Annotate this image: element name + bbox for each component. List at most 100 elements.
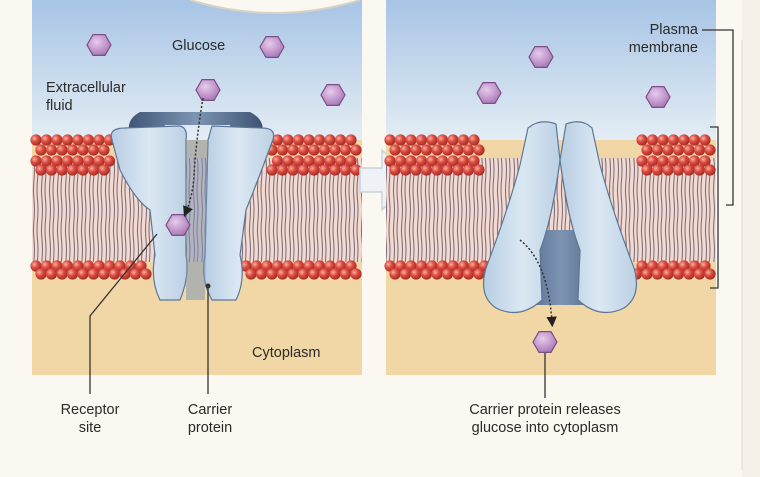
lipid-head — [82, 134, 95, 146]
lipid-head — [447, 155, 459, 167]
lipid-head — [473, 164, 485, 176]
lipid-head — [462, 164, 475, 176]
lipid-head — [61, 155, 74, 167]
glucose-molecule — [528, 45, 554, 69]
carrier-label-line1: Carrier — [187, 402, 233, 418]
lipid-head — [384, 155, 396, 167]
lipid-head — [339, 268, 352, 280]
lipid-head — [339, 144, 352, 156]
lipid-head — [405, 155, 417, 167]
lipid-head — [282, 260, 294, 272]
lipid-head — [462, 268, 475, 280]
lipid-head — [394, 155, 407, 167]
lipid-head — [683, 164, 695, 176]
glucose-molecule — [165, 214, 191, 236]
lipid-head — [415, 134, 428, 146]
lipid-head — [662, 268, 674, 280]
lipid-head — [87, 164, 100, 176]
lipid-head — [384, 134, 396, 146]
lipid-head — [441, 144, 454, 156]
lipid-head — [98, 268, 110, 280]
lipid-head — [308, 144, 320, 156]
lipid-head — [334, 134, 347, 146]
lipid-head — [667, 260, 680, 272]
lipid-head — [292, 260, 305, 272]
extracellular-label-line1: Extracellular — [46, 80, 126, 96]
lipid-head — [56, 144, 68, 156]
lipid-head — [297, 144, 310, 156]
lipid-head — [30, 260, 42, 272]
lipid-head — [329, 268, 341, 280]
lipid-head — [35, 164, 47, 176]
lipid-head — [318, 144, 331, 156]
lipid-head — [292, 134, 305, 146]
carrier-protein-open-inside — [483, 121, 637, 314]
panel-left — [30, 0, 362, 394]
lipid-head — [646, 134, 659, 146]
carrier-leader-dot — [205, 283, 211, 289]
lipid-head — [447, 134, 459, 146]
lipid-head — [51, 260, 63, 272]
lipid-head — [303, 134, 315, 146]
lipid-head — [678, 155, 690, 167]
lipid-head — [87, 268, 100, 280]
lipid-head — [45, 268, 58, 280]
lipid-head — [384, 260, 396, 272]
lipid-head — [473, 268, 485, 280]
lipid-head — [271, 155, 284, 167]
glucose-label: Glucose — [172, 38, 226, 54]
lipid-head — [339, 164, 352, 176]
lipid-head — [704, 268, 716, 280]
lipid-head — [82, 155, 95, 167]
lipid-head — [636, 260, 648, 272]
lipid-head — [51, 155, 63, 167]
lipid-head — [276, 164, 289, 176]
lipid-head — [287, 164, 299, 176]
lipid-head — [457, 260, 470, 272]
lipid-head — [420, 268, 433, 280]
lipid-head — [135, 260, 147, 272]
lipid-head — [405, 134, 417, 146]
lipid-head — [350, 268, 362, 280]
lipid-head — [452, 268, 464, 280]
lipid-head — [704, 164, 716, 176]
lipid-head — [93, 155, 105, 167]
lipid-heads-top-left — [30, 134, 362, 176]
lipid-head — [345, 260, 357, 272]
lipid-head — [452, 144, 464, 156]
lipid-head — [287, 268, 299, 280]
lipid-head — [72, 155, 84, 167]
lipid-head — [35, 144, 47, 156]
lipid-head — [405, 260, 417, 272]
carrier-protein-open-outside — [110, 112, 275, 301]
lipid-heads-bottom-left — [30, 260, 362, 280]
lipid-head — [683, 268, 695, 280]
lipid-head — [426, 155, 438, 167]
lipid-head — [30, 155, 42, 167]
glucose-molecule — [645, 85, 671, 109]
lipid-head — [688, 260, 701, 272]
lipid-head — [431, 144, 443, 156]
lipid-head — [399, 144, 412, 156]
lipid-head — [415, 260, 428, 272]
lipid-head — [693, 164, 706, 176]
lipid-head — [468, 260, 480, 272]
lipid-head — [389, 144, 401, 156]
lipid-head — [140, 268, 152, 280]
cytoplasm-label: Cytoplasm — [252, 345, 321, 361]
lipid-head — [56, 164, 68, 176]
lipid-head — [324, 155, 336, 167]
lipid-head — [662, 144, 674, 156]
lipid-head — [693, 144, 706, 156]
lipid-head — [447, 260, 459, 272]
lipid-head — [61, 260, 74, 272]
lipid-head — [98, 164, 110, 176]
lipid-head — [66, 164, 79, 176]
lipid-head — [468, 134, 480, 146]
lipid-head — [266, 268, 278, 280]
lipid-head — [40, 134, 53, 146]
lipid-head — [441, 164, 454, 176]
lipid-head — [114, 260, 126, 272]
glucose-molecule — [476, 81, 502, 105]
